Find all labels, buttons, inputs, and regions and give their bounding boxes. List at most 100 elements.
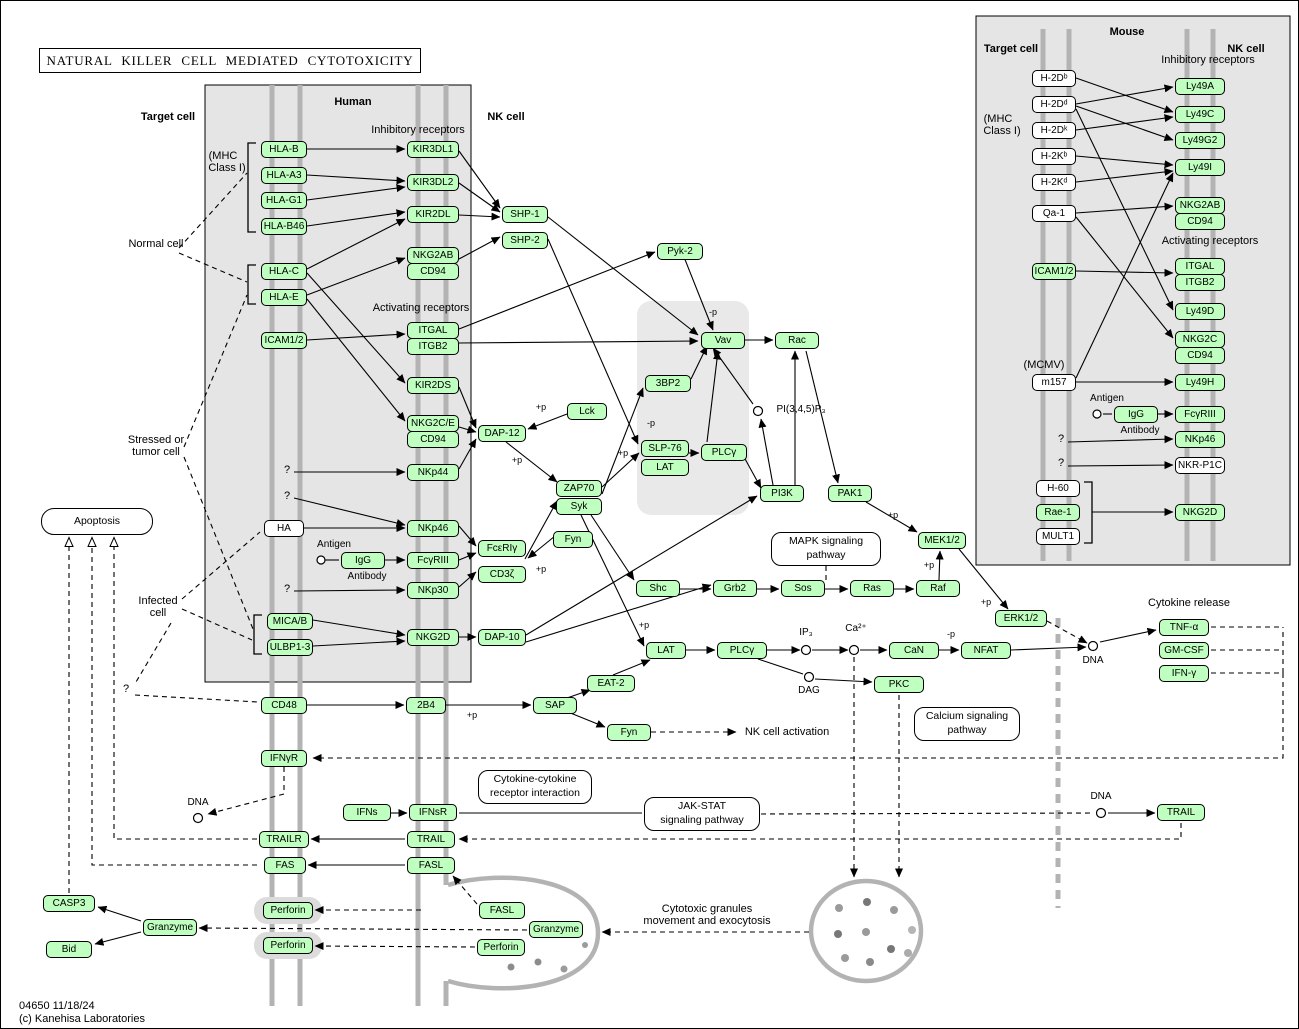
- can[interactable]: CaN: [889, 642, 939, 659]
- hla-c[interactable]: HLA-C: [261, 263, 307, 280]
- nkp46-mouse[interactable]: NKp46: [1175, 431, 1225, 448]
- ly49h[interactable]: Ly49H: [1175, 374, 1225, 391]
- erk1-2[interactable]: ERK1/2: [995, 610, 1047, 627]
- fcgriii[interactable]: FcγRIII: [407, 552, 459, 569]
- pi3k[interactable]: PI3K: [760, 485, 804, 502]
- ly49g2[interactable]: Ly49G2: [1175, 132, 1225, 149]
- kir2ds[interactable]: KIR2DS: [407, 377, 459, 394]
- nkg2d-mouse[interactable]: NKG2D: [1175, 504, 1225, 521]
- kir3dl2[interactable]: KIR3DL2: [407, 174, 459, 191]
- lck[interactable]: Lck: [567, 403, 607, 420]
- perforin-pore-2[interactable]: Perforin: [263, 937, 313, 954]
- itgal-mouse[interactable]: ITGAL: [1175, 258, 1225, 275]
- granzyme-target[interactable]: Granzyme: [143, 919, 197, 936]
- syk[interactable]: Syk: [556, 498, 602, 515]
- h-60[interactable]: H-60: [1036, 480, 1080, 497]
- nkg2ab[interactable]: NKG2AB: [407, 247, 459, 264]
- rae-1[interactable]: Rae-1: [1036, 504, 1080, 521]
- ifnsr[interactable]: IFNsR: [409, 804, 457, 821]
- fceri-g[interactable]: FcεRIγ: [478, 540, 526, 557]
- mek1-2[interactable]: MEK1/2: [918, 532, 966, 549]
- dap-12[interactable]: DAP-12: [478, 425, 526, 442]
- ras[interactable]: Ras: [850, 580, 894, 597]
- fasl-granule[interactable]: FASL: [479, 902, 525, 919]
- nkr-p1c[interactable]: NKR-P1C: [1175, 457, 1225, 474]
- nfat[interactable]: NFAT: [961, 642, 1011, 659]
- igg-mouse[interactable]: IgG: [1114, 406, 1158, 423]
- cd94-2[interactable]: CD94: [407, 431, 459, 448]
- ly49i[interactable]: Ly49I: [1175, 159, 1225, 176]
- vav[interactable]: Vav: [701, 332, 745, 349]
- trailr[interactable]: TRAILR: [259, 831, 309, 848]
- itgb2-mouse[interactable]: ITGB2: [1175, 274, 1225, 291]
- plcg-lower[interactable]: PLCγ: [717, 642, 767, 659]
- shc[interactable]: Shc: [636, 580, 680, 597]
- icam1-2[interactable]: ICAM1/2: [261, 332, 307, 349]
- nkg2ab-mouse[interactable]: NKG2AB: [1175, 197, 1225, 214]
- cd94-mouse-2[interactable]: CD94: [1175, 347, 1225, 364]
- lat-upper[interactable]: LAT: [641, 459, 689, 476]
- fasl-mem[interactable]: FASL: [407, 857, 455, 874]
- nkp44[interactable]: NKp44: [407, 464, 459, 481]
- h-2dd[interactable]: H-2Dᵈ: [1032, 96, 1076, 113]
- ly49c[interactable]: Ly49C: [1175, 106, 1225, 123]
- plcg-upper[interactable]: PLCγ: [701, 444, 747, 461]
- fyn-upper[interactable]: Fyn: [553, 531, 593, 548]
- nkp46[interactable]: NKp46: [407, 520, 459, 537]
- perforin-granule[interactable]: Perforin: [477, 939, 525, 956]
- h-2dk[interactable]: H-2Dᵏ: [1032, 122, 1076, 139]
- cd94-1[interactable]: CD94: [407, 263, 459, 280]
- nkp30[interactable]: NKp30: [407, 582, 459, 599]
- hla-g1[interactable]: HLA-G1: [261, 192, 307, 209]
- 2b4[interactable]: 2B4: [406, 697, 446, 714]
- casp3[interactable]: CASP3: [43, 895, 95, 912]
- kir2dl[interactable]: KIR2DL: [407, 206, 459, 223]
- ha[interactable]: HA: [264, 520, 304, 537]
- fas[interactable]: FAS: [264, 857, 306, 874]
- igg[interactable]: IgG: [341, 552, 385, 569]
- trail-mem[interactable]: TRAIL: [407, 831, 455, 848]
- h-2kd[interactable]: H-2Kᵈ: [1032, 174, 1076, 191]
- nkg2c-e[interactable]: NKG2C/E: [407, 415, 459, 432]
- raf[interactable]: Raf: [916, 580, 960, 597]
- apoptosis-pathway-link[interactable]: Apoptosis: [41, 508, 153, 535]
- mica-b[interactable]: MICA/B: [267, 613, 313, 630]
- sos[interactable]: Sos: [781, 580, 825, 597]
- pkc[interactable]: PKC: [874, 676, 924, 693]
- bid[interactable]: Bid: [46, 941, 92, 958]
- qa-1[interactable]: Qa-1: [1032, 205, 1076, 222]
- lat-lower[interactable]: LAT: [646, 642, 686, 659]
- h-2db[interactable]: H-2Dᵇ: [1032, 70, 1076, 87]
- slp-76[interactable]: SLP-76: [641, 440, 689, 457]
- tnf-a[interactable]: TNF-α: [1159, 619, 1209, 636]
- hla-a3[interactable]: HLA-A3: [261, 167, 307, 184]
- perforin-pore-1[interactable]: Perforin: [263, 902, 313, 919]
- 3bp2[interactable]: 3BP2: [645, 375, 691, 392]
- sap[interactable]: SAP: [533, 697, 577, 714]
- ifns[interactable]: IFNs: [343, 804, 391, 821]
- ulbp1-3[interactable]: ULBP1-3: [267, 639, 313, 656]
- hla-b[interactable]: HLA-B: [261, 141, 307, 158]
- nkg2d[interactable]: NKG2D: [407, 629, 459, 646]
- shp-1[interactable]: SHP-1: [502, 206, 548, 223]
- kir3dl1[interactable]: KIR3DL1: [407, 141, 459, 158]
- ly49d[interactable]: Ly49D: [1175, 303, 1225, 320]
- zap70[interactable]: ZAP70: [556, 480, 602, 497]
- cd94-mouse-1[interactable]: CD94: [1175, 213, 1225, 230]
- itgb2[interactable]: ITGB2: [407, 338, 459, 355]
- ifn-g[interactable]: IFN-γ: [1159, 665, 1209, 682]
- cd3z[interactable]: CD3ζ: [478, 566, 526, 583]
- cd48[interactable]: CD48: [261, 697, 307, 714]
- fyn-lower[interactable]: Fyn: [607, 724, 651, 741]
- rac[interactable]: Rac: [775, 332, 819, 349]
- h-2kb[interactable]: H-2Kᵇ: [1032, 148, 1076, 165]
- m157[interactable]: m157: [1032, 374, 1076, 391]
- shp-2[interactable]: SHP-2: [502, 232, 548, 249]
- itgal[interactable]: ITGAL: [407, 322, 459, 339]
- eat-2[interactable]: EAT-2: [587, 675, 635, 692]
- granzyme-granule[interactable]: Granzyme: [529, 921, 583, 938]
